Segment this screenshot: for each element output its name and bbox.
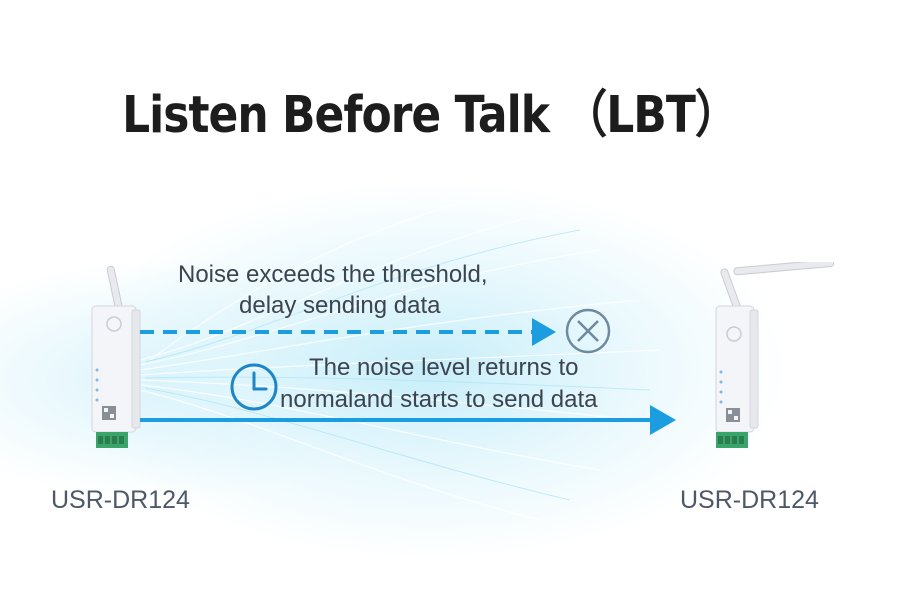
normal-text-line2: normaland starts to send data xyxy=(280,386,598,413)
right-device-label: USR-DR124 xyxy=(680,486,819,514)
clock-icon xyxy=(230,363,278,411)
noise-text-line1: Noise exceeds the threshold, xyxy=(178,261,488,288)
page-title: Listen Before Talk （LBT） xyxy=(122,85,739,145)
noise-text-line2: delay sending data xyxy=(239,292,441,319)
left-device-image xyxy=(91,265,141,448)
solid-arrow xyxy=(140,405,676,435)
left-device-label: USR-DR124 xyxy=(51,486,190,514)
dashed-arrow xyxy=(140,318,556,346)
right-device-image xyxy=(715,262,835,448)
normal-text-line1: The noise level returns to xyxy=(309,354,579,381)
close-circle-icon xyxy=(565,308,611,354)
